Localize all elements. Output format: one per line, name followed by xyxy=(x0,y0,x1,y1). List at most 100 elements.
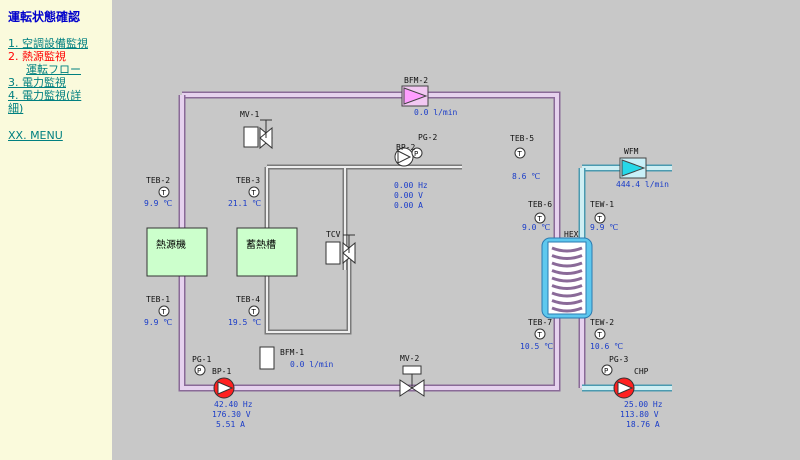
pressure-gauge-icon xyxy=(601,364,613,376)
temperature-sensor-symbol: T xyxy=(161,308,167,316)
heat-source-unit[interactable] xyxy=(146,227,208,277)
bfm2-flowmeter xyxy=(401,85,429,107)
pressure-gauge-symbol: P xyxy=(197,367,201,375)
nav-menu[interactable]: XX. MENU xyxy=(8,129,63,142)
sidebar-title: 運転状態確認 xyxy=(8,10,81,24)
nav-hvac-monitor[interactable]: 1. 空調設備監視 xyxy=(8,37,88,50)
teb7-value: 10.5 ℃ xyxy=(520,342,554,351)
temperature-sensor-symbol: T xyxy=(251,308,257,316)
bp1-hz: 42.40 Hz xyxy=(214,400,253,409)
tcv-valve[interactable] xyxy=(325,234,356,265)
pressure-gauge-icon xyxy=(194,364,206,376)
tcv-tag: TCV xyxy=(326,230,341,239)
temperature-sensor-symbol: T xyxy=(537,331,543,339)
teb2-value: 9.9 ℃ xyxy=(144,199,173,208)
bp1-tag: BP-1 xyxy=(212,367,232,376)
nav-operation-flow[interactable]: 運転フロー xyxy=(26,63,81,76)
storage-tank-label: 蓄熱槽 xyxy=(246,240,276,251)
mv1-valve[interactable] xyxy=(243,119,273,150)
chp-tag: CHP xyxy=(634,367,649,376)
mv2-tag: MV-2 xyxy=(400,354,420,363)
temperature-sensor-symbol: T xyxy=(597,331,603,339)
bfm2-value: 0.0 l/min xyxy=(414,108,458,117)
sidebar: 運転状態確認 1. 空調設備監視 2. 熱源監視 運転フロー 3. 電力監視 4… xyxy=(0,0,112,460)
pg3-tag: PG-3 xyxy=(609,355,629,364)
hex-coil xyxy=(551,291,583,298)
hex-coil xyxy=(551,299,583,305)
temperature-sensor-symbol: T xyxy=(597,215,603,223)
hex-coil xyxy=(551,306,583,313)
bfm2-tag: BFM-2 xyxy=(404,76,429,85)
pg2-tag: PG-2 xyxy=(418,133,438,142)
bp2-tag: BP-2 xyxy=(396,143,416,152)
hex-coil xyxy=(551,269,583,275)
teb5-tag: TEB-5 xyxy=(510,134,535,143)
tew1-value: 9.9 ℃ xyxy=(590,223,619,232)
bp1-v: 176.30 V xyxy=(212,410,251,419)
mv1-tag: MV-1 xyxy=(240,110,260,119)
tew2-tag: TEW-2 xyxy=(590,318,615,327)
pg1-tag: PG-1 xyxy=(192,355,212,364)
nav-heat-source-monitor[interactable]: 2. 熱源監視 xyxy=(8,50,66,63)
temperature-sensor-icon xyxy=(158,186,170,198)
temperature-sensor-icon xyxy=(534,212,546,224)
bfm1-flowmeter xyxy=(259,346,275,370)
mv2-valve[interactable] xyxy=(399,365,425,397)
hex-coil xyxy=(551,284,583,290)
chp-a: 18.76 A xyxy=(626,420,660,429)
temperature-sensor-icon xyxy=(514,147,526,159)
temperature-sensor-symbol: T xyxy=(251,189,257,197)
teb7-tag: TEB-7 xyxy=(528,318,553,327)
teb6-tag: TEB-6 xyxy=(528,200,553,209)
bp2-pump[interactable] xyxy=(394,147,414,167)
hex-coil xyxy=(551,261,583,268)
temperature-sensor-icon xyxy=(534,328,546,340)
bp1-pump[interactable] xyxy=(213,377,235,399)
teb1-tag: TEB-1 xyxy=(146,295,171,304)
nav-power-detail-cont[interactable]: 細) xyxy=(8,102,24,115)
chp-v: 113.80 V xyxy=(620,410,659,419)
wfm-flowmeter xyxy=(619,157,647,179)
bfm1-tag: BFM-1 xyxy=(280,348,305,357)
bfm1-value: 0.0 l/min xyxy=(290,360,334,369)
teb3-tag: TEB-3 xyxy=(236,176,261,185)
hex-coil xyxy=(551,276,583,283)
heat-source-label: 熱源機 xyxy=(156,240,186,251)
bp2-a: 0.00 A xyxy=(394,201,423,210)
temperature-sensor-icon xyxy=(594,212,606,224)
pressure-gauge-symbol: P xyxy=(414,150,418,158)
nav-power-monitor[interactable]: 3. 電力監視 xyxy=(8,76,66,89)
teb2-tag: TEB-2 xyxy=(146,176,171,185)
chp-hz: 25.00 Hz xyxy=(624,400,663,409)
hex-coil xyxy=(551,246,583,253)
teb5-value: 8.6 ℃ xyxy=(512,172,541,181)
temperature-sensor-symbol: T xyxy=(517,150,523,158)
temperature-sensor-icon xyxy=(158,305,170,317)
pressure-gauge-icon xyxy=(411,147,423,159)
hex-tag: HEX xyxy=(564,230,579,239)
nav-power-detail[interactable]: 4. 電力監視(詳 xyxy=(8,89,82,102)
teb6-value: 9.0 ℃ xyxy=(522,223,551,232)
wfm-tag: WFM xyxy=(624,147,639,156)
temperature-sensor-icon xyxy=(248,186,260,198)
teb3-value: 21.1 ℃ xyxy=(228,199,262,208)
temperature-sensor-icon xyxy=(248,305,260,317)
teb1-value: 9.9 ℃ xyxy=(144,318,173,327)
bp2-hz: 0.00 Hz xyxy=(394,181,428,190)
bp2-v: 0.00 V xyxy=(394,191,423,200)
temperature-sensor-symbol: T xyxy=(161,189,167,197)
tew1-tag: TEW-1 xyxy=(590,200,615,209)
pressure-gauge-symbol: P xyxy=(604,367,608,375)
bp1-a: 5.51 A xyxy=(216,420,245,429)
teb4-value: 19.5 ℃ xyxy=(228,318,262,327)
temperature-sensor-icon xyxy=(594,328,606,340)
heat-exchanger[interactable] xyxy=(541,237,593,319)
chp-pump[interactable] xyxy=(613,377,635,399)
storage-tank[interactable] xyxy=(236,227,298,277)
wfm-value: 444.4 l/min xyxy=(616,180,669,189)
teb4-tag: TEB-4 xyxy=(236,295,261,304)
hex-coil xyxy=(551,254,583,260)
tew2-value: 10.6 ℃ xyxy=(590,342,624,351)
